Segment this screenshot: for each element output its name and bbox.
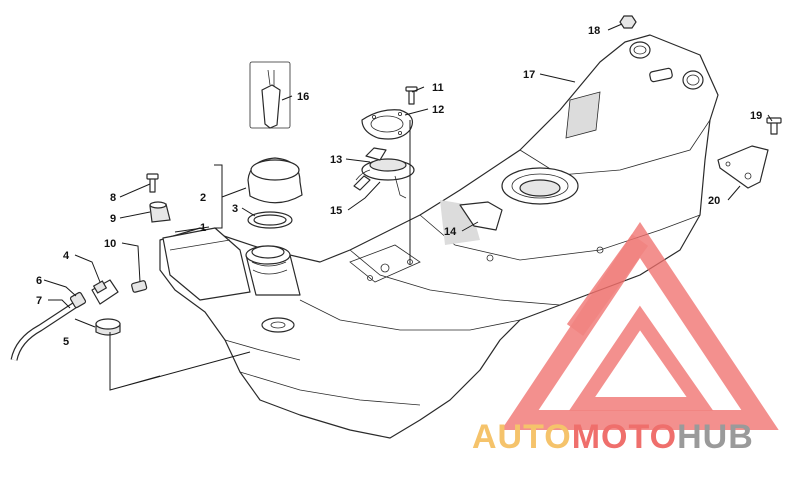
watermark-hub: HUB [677,418,754,456]
valve-fitting [91,279,119,305]
callout-11: 11 [432,82,444,94]
callout-10: 10 [104,238,116,250]
callout-2: 2 [200,192,206,204]
filler-neck [162,227,301,301]
watermark-text: AUTOMOTOHUB [472,418,754,457]
callout-18: 18 [588,25,600,37]
fuel-tank [159,34,719,439]
callout-12: 12 [432,104,444,116]
watermark-moto: MOTO [571,418,678,456]
screw-11 [405,86,418,105]
callout-13: 13 [330,154,342,166]
callout-3: 3 [232,203,238,215]
screw-8 [146,173,159,193]
callout-8: 8 [110,192,116,204]
watermark-logo [501,221,779,430]
fuel-pump [353,147,415,199]
bolt-19 [766,117,782,135]
callout-16: 16 [297,91,309,103]
callout-19: 19 [750,110,762,122]
pump-bracket [459,201,503,231]
callout-6: 6 [36,275,42,287]
bushing [149,201,171,223]
callout-17: 17 [523,69,535,81]
pump-gasket [361,109,413,140]
grommet [95,318,121,336]
callout-14: 14 [444,226,457,238]
callout-4: 4 [63,250,70,262]
callout-1: 1 [200,222,206,234]
watermark-auto: AUTO [472,418,572,456]
callout-15: 15 [330,205,342,217]
connector-10 [131,280,148,293]
leader-lines [43,23,773,391]
callouts: 1 2 3 4 5 6 7 8 9 10 11 12 13 14 15 16 1… [36,25,762,348]
hose [10,302,77,361]
cap-seal [247,211,293,229]
sensor-16 [249,61,291,129]
callout-20: 20 [708,195,720,207]
fuel-cap [247,157,303,204]
callout-7: 7 [36,295,42,307]
callout-5: 5 [63,336,69,348]
rear-bracket [717,145,769,189]
nut-18 [619,15,637,29]
callout-9: 9 [110,213,116,225]
